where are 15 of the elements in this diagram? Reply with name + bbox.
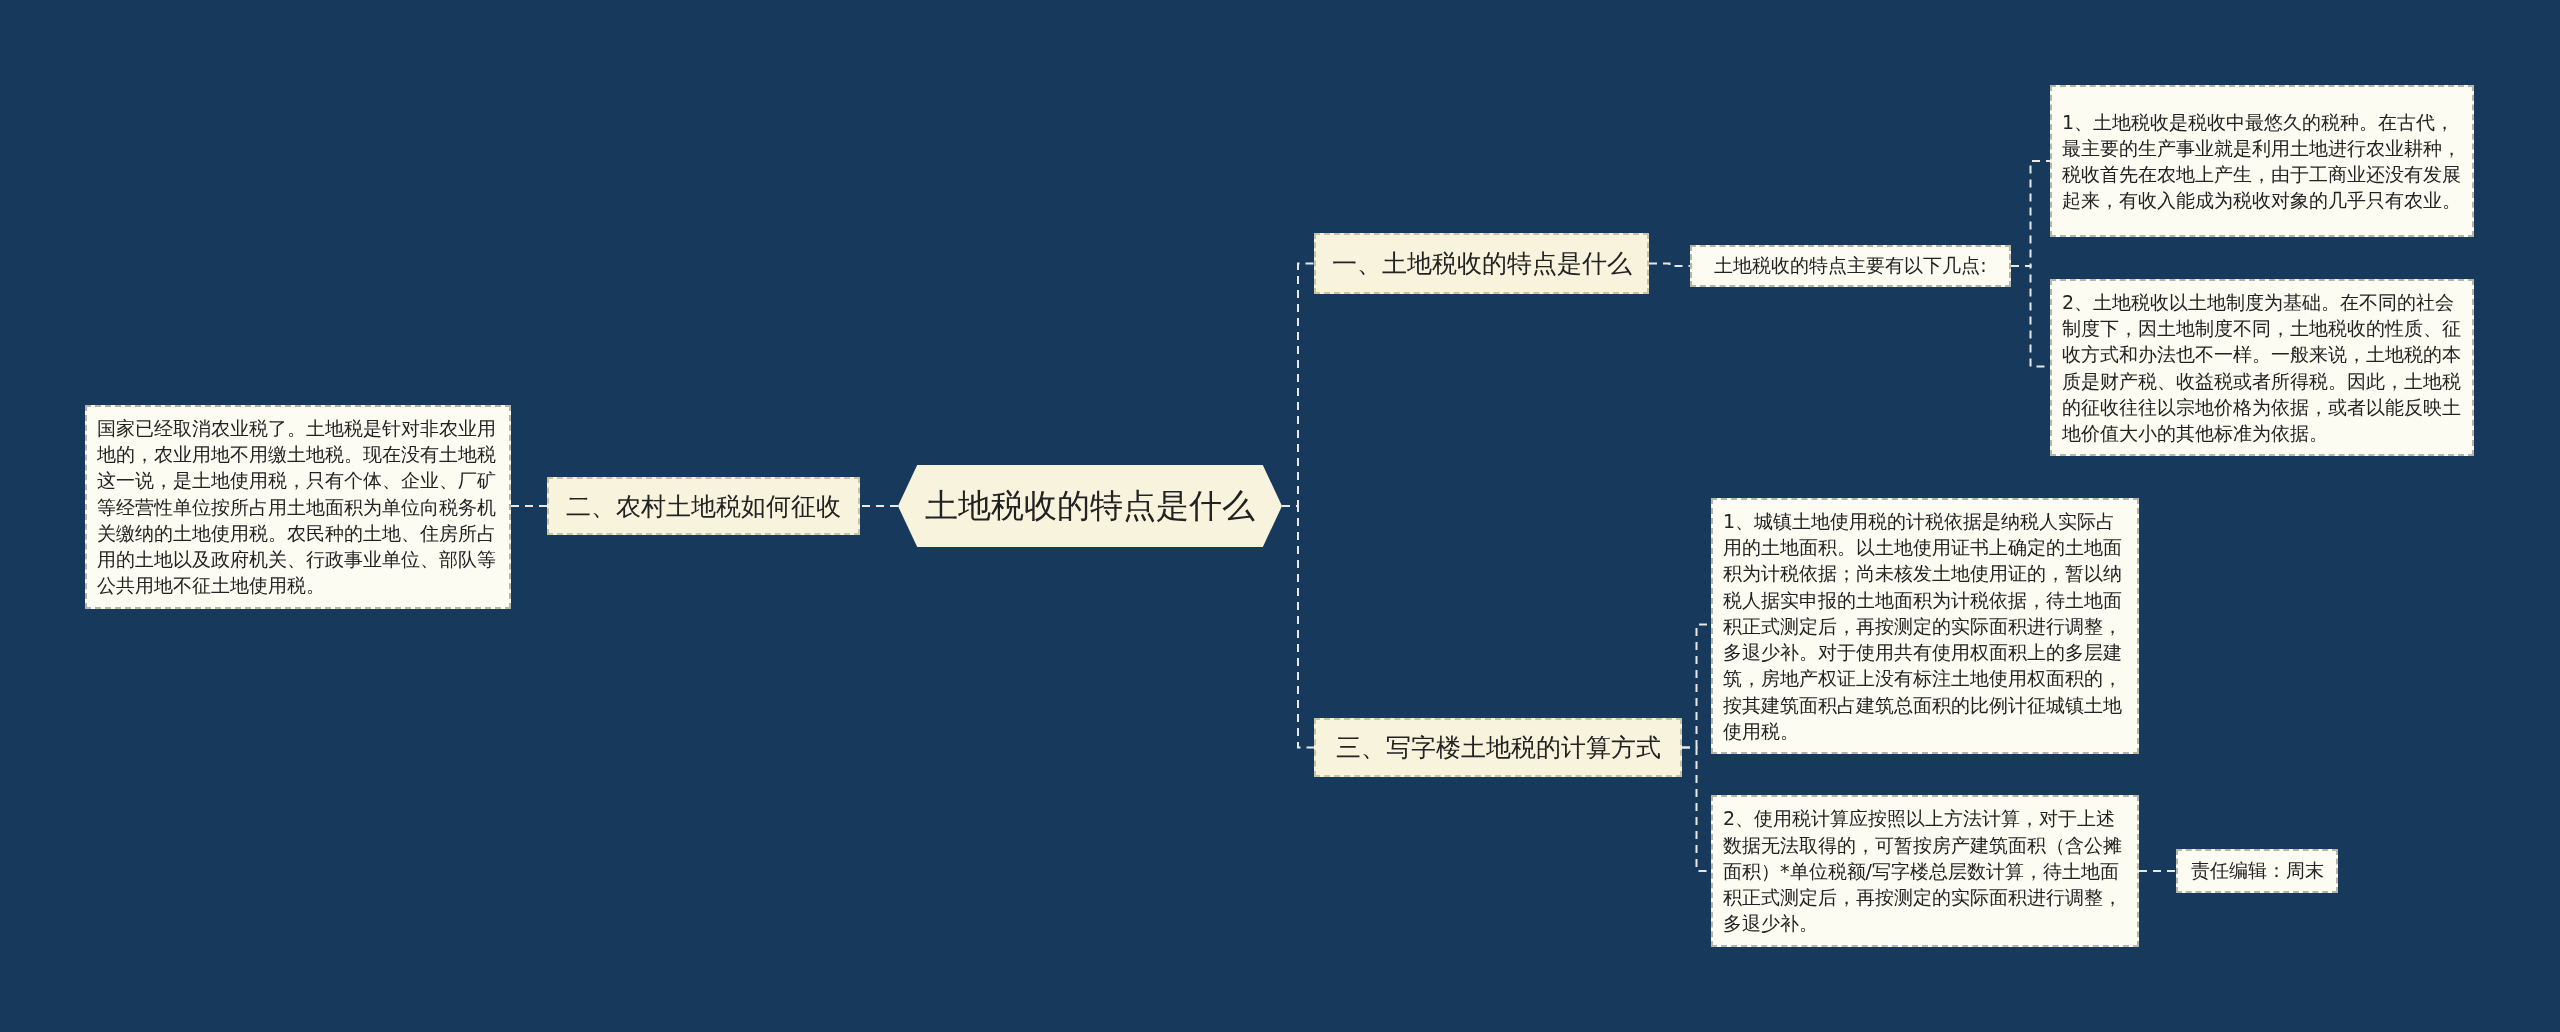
topic-box: 三、写字楼土地税的计算方式 — [1314, 718, 1682, 777]
topic-box: 责任编辑：周末 — [2176, 849, 2338, 893]
topic-box: 二、农村土地税如何征收 — [547, 477, 860, 535]
text-box: 1、城镇土地使用税的计税依据是纳税人实际占用的土地面积。以土地使用证书上确定的土地面积为计税依据；尚未核发土地使用证的，暂以纳税人据实申报的土地面积为计税依据，待土地面积正式测定后，再按测定的实际面积进行调整，多退少补。对于使用共有使用权面积上的多层建筑，房地产权证上没有标注土地使用权面积的，按其建筑面积占建筑总面积的比例计征城镇土地使用税。 — [1711, 498, 2139, 754]
text-box: 1、土地税收是税收中最悠久的税种。在古代，最主要的生产事业就是利用土地进行农业耕种，税收首先在农地上产生，由于工商业还没有发展起来，有收入能成为税收对象的几乎只有农业。 — [2050, 85, 2474, 237]
connector-line — [2138, 870, 2177, 872]
connector-line — [510, 505, 548, 507]
connector-line — [1648, 262, 1691, 267]
connector-line — [1281, 505, 1315, 749]
text-box: 2、土地税收以土地制度为基础。在不同的社会制度下，因土地制度不同，土地税收的性质、征收方式和办法也不一样。一般来说，土地税的本质是财产税、收益税或者所得税。因此，土地税的征收往往以宗地价格为依据，或者以能反映土地价值大小的其他标准为依据。 — [2050, 279, 2474, 457]
text-box: 国家已经取消农业税了。土地税是针对非农业用地的，农业用地不用缴土地税。现在没有土地税这一说，是土地使用税，只有个体、企业、厂矿等经营性单位按所占用土地面积为单位向税务机关缴纳的土地使用税。农民种的土地、住房所占用的土地以及政府机关、行政事业单位、部队等公共用地不征土地使用税。 — [85, 405, 511, 609]
topic-box: 一、土地税收的特点是什么 — [1314, 233, 1649, 294]
topic-box: 土地税收的特点主要有以下几点: — [1690, 245, 2011, 287]
connector-line — [859, 505, 899, 507]
text-box: 2、使用税计算应按照以上方法计算，对于上述数据无法取得的，可暂按房产建筑面积（含公摊面积）*单位税额/写字楼总层数计算，待土地面积正式测定后，再按测定的实际面积进行调整，多退少补。 — [1711, 795, 2139, 947]
